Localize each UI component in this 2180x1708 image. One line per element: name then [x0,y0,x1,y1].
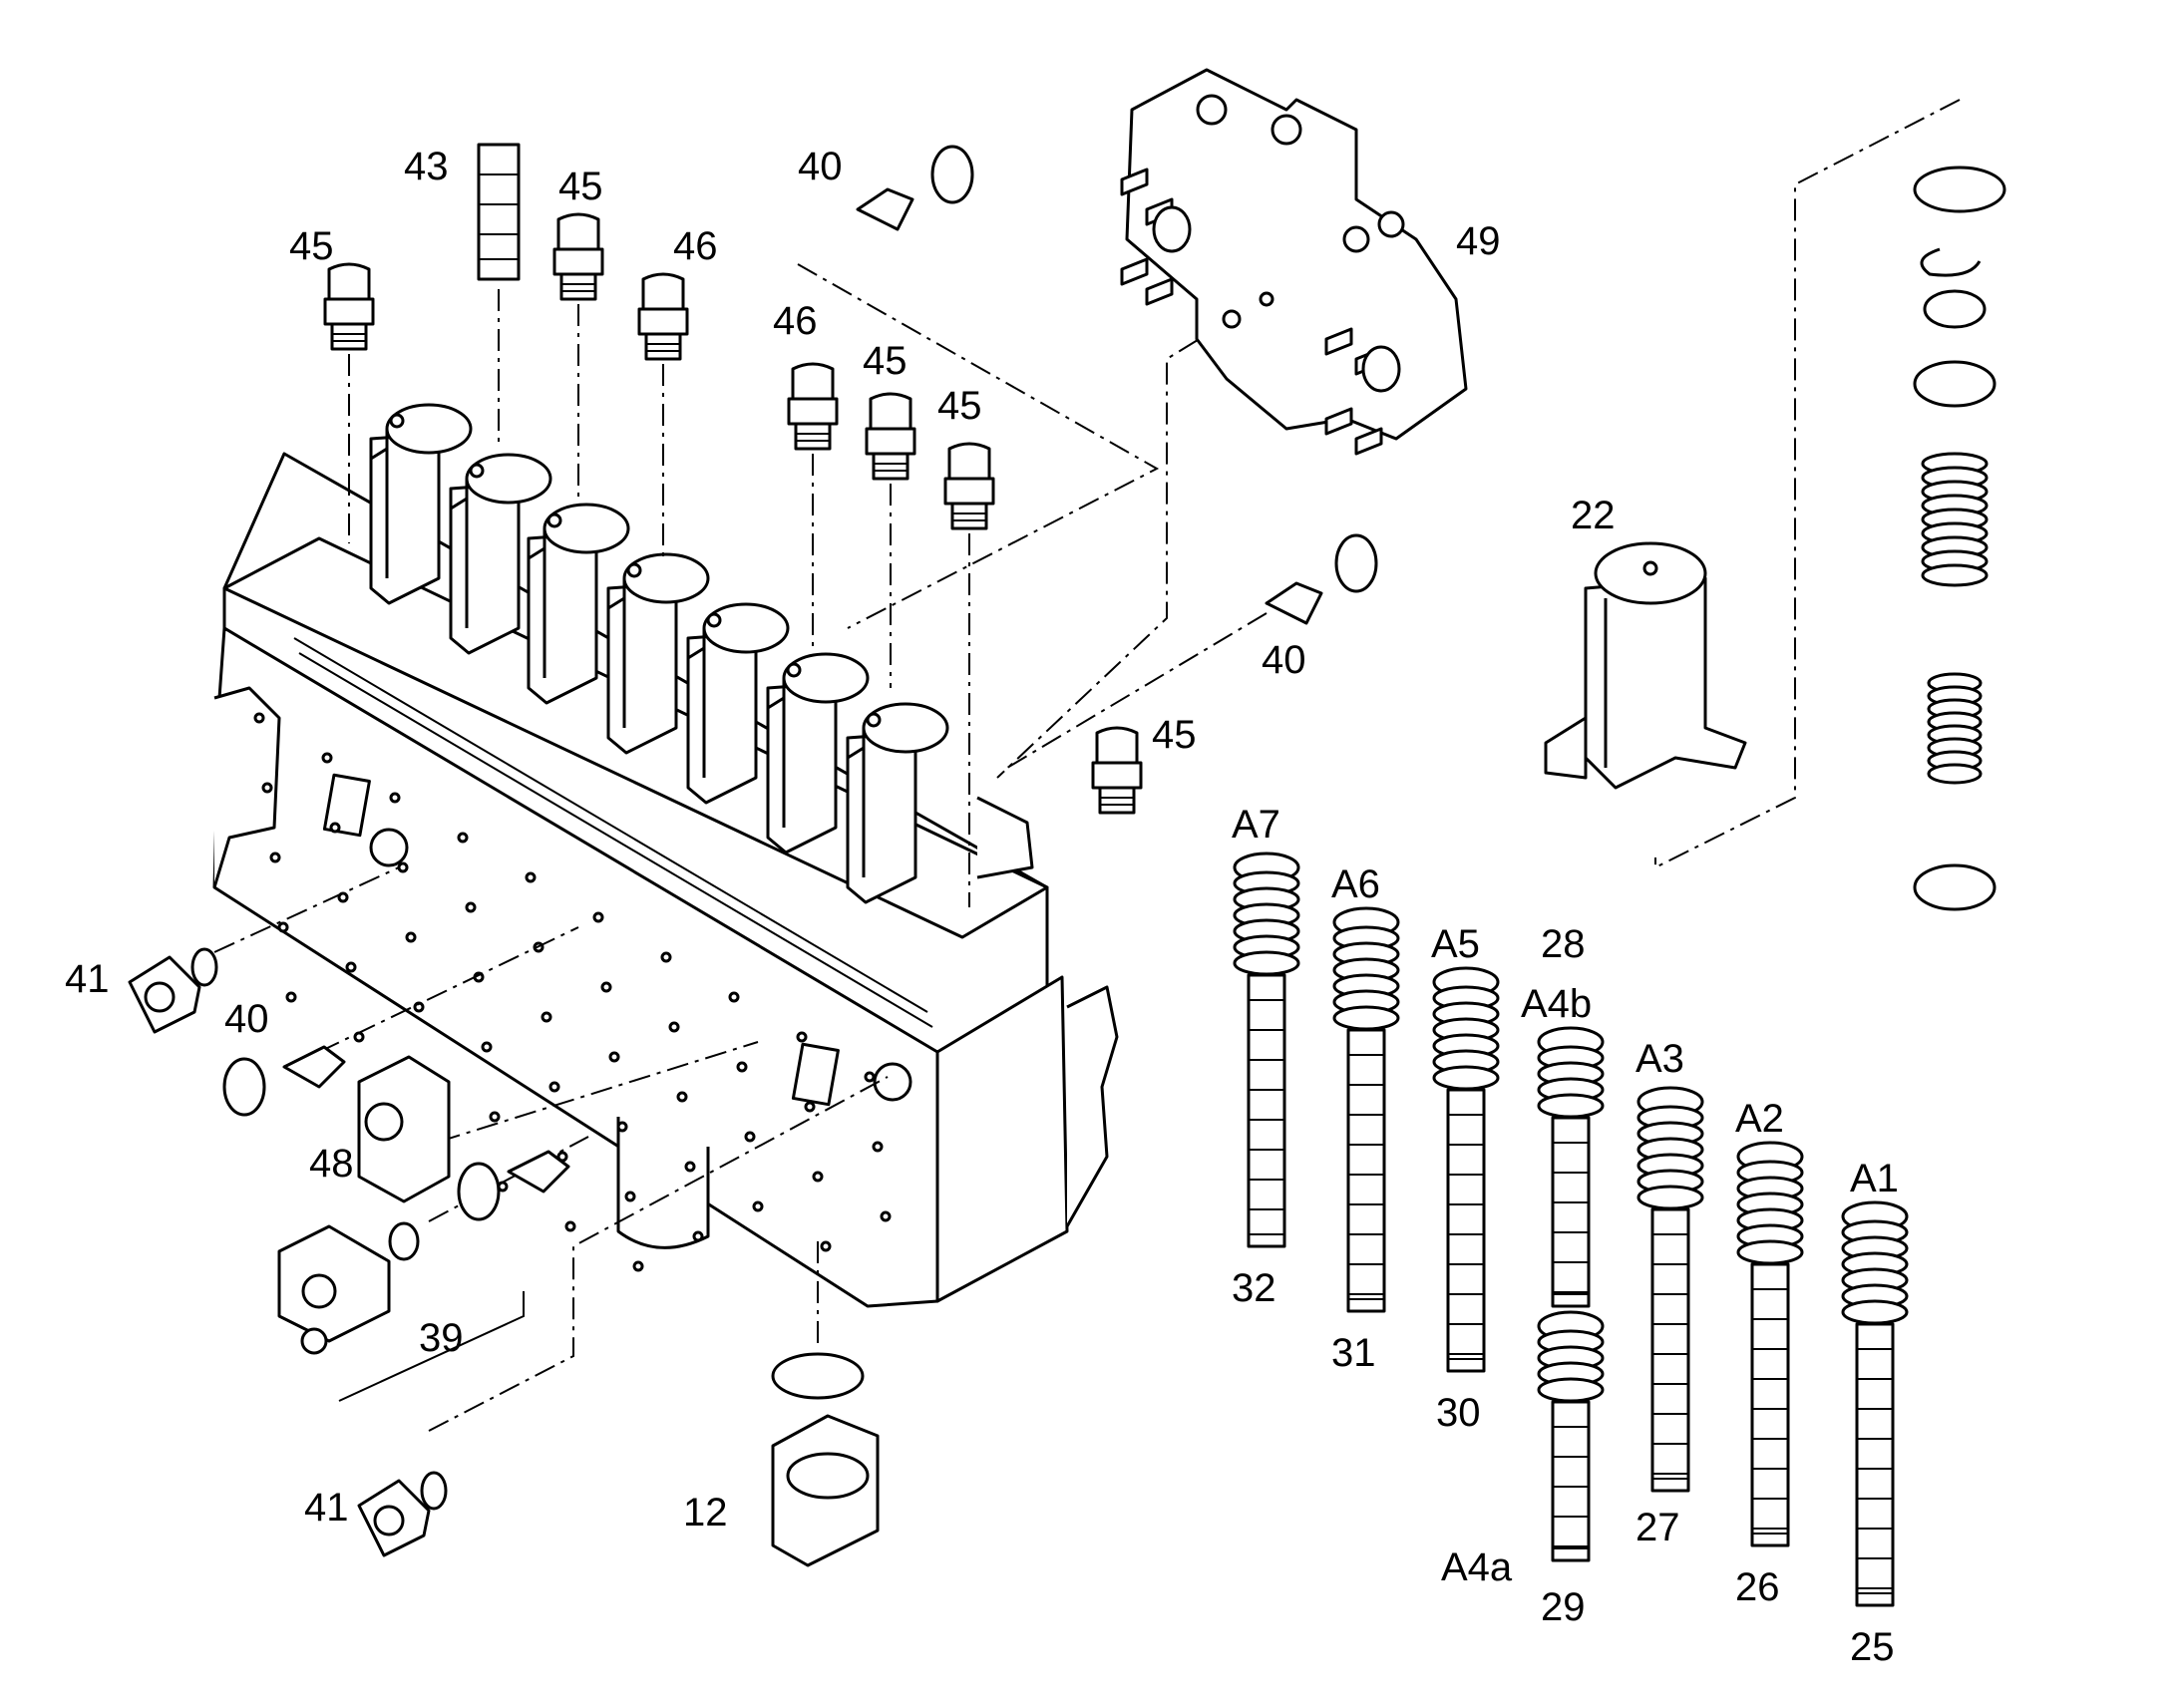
label-32: 32 [1232,1266,1276,1310]
fitting-45-third [865,392,916,481]
label-12: 12 [683,1491,728,1535]
valve-spool-A6 [1332,906,1400,1313]
flange-block-49 [1120,68,1468,456]
label-48: 48 [309,1142,354,1186]
label-26: 26 [1735,1565,1780,1609]
fitting-43 [477,143,521,281]
label-A3: A3 [1635,1037,1684,1081]
label-A4a: A4a [1441,1545,1513,1589]
label-28: 28 [1541,922,1586,966]
label-27: 27 [1635,1506,1680,1549]
valve-spool-A4a [1537,1310,1605,1562]
label-40-right: 40 [1262,638,1306,682]
bracket-39 [338,1291,525,1402]
valve-spool-A5 [1432,966,1500,1373]
plug-40-left [222,1045,346,1117]
fitting-46-first [637,272,689,361]
label-39: 39 [419,1316,464,1360]
plug-41-lower [357,1471,448,1557]
label-41-lower: 41 [304,1486,349,1530]
label-43: 43 [404,145,449,188]
valve-spool-A1 [1841,1200,1909,1607]
label-A1: A1 [1850,1157,1899,1200]
label-22: 22 [1571,494,1616,537]
callout-labels: 43 45 45 46 46 45 45 40 49 22 40 45 41 4… [65,145,1899,1669]
label-45-right: 45 [1152,713,1197,757]
flange-48 [357,1055,451,1203]
fitting-46-second [787,362,839,451]
label-A6: A6 [1331,862,1380,906]
plug-40-right [1265,533,1378,625]
valve-spool-A4b [1537,1026,1605,1308]
label-41-upper: 41 [65,957,110,1001]
label-30: 30 [1436,1391,1481,1435]
valve-spool-A2 [1736,1141,1804,1547]
fitting-45-second [552,212,604,301]
leader-lines [213,99,1961,1432]
label-40-left: 40 [224,997,269,1041]
fitting-45-fourth [943,442,995,530]
label-25: 25 [1850,1625,1895,1669]
valve-spool-A3 [1636,1086,1704,1493]
label-46-second: 46 [773,299,818,343]
spring-stack-top-right [1913,166,2006,911]
label-45-third: 45 [863,339,908,383]
label-29: 29 [1541,1585,1586,1629]
flange-39 [277,1221,420,1355]
label-A4b: A4b [1521,982,1592,1026]
label-A5: A5 [1431,922,1480,966]
label-A2: A2 [1735,1097,1784,1141]
plug-40-lower [457,1150,570,1221]
plug-41-upper [128,947,218,1034]
label-A7: A7 [1232,803,1280,847]
valve-spool-A7 [1233,852,1300,1248]
label-31: 31 [1331,1331,1376,1375]
fitting-45-right [1091,726,1143,815]
solenoid-22 [1544,541,1747,790]
label-46-first: 46 [673,224,718,268]
label-45-fourth: 45 [937,384,982,428]
label-45-left: 45 [289,224,334,268]
plug-40-top [856,145,974,231]
label-40-top: 40 [798,145,843,188]
fitting-45-left [323,262,375,351]
bracket-12 [771,1352,880,1567]
label-45-second: 45 [558,165,603,208]
label-49: 49 [1456,219,1501,263]
